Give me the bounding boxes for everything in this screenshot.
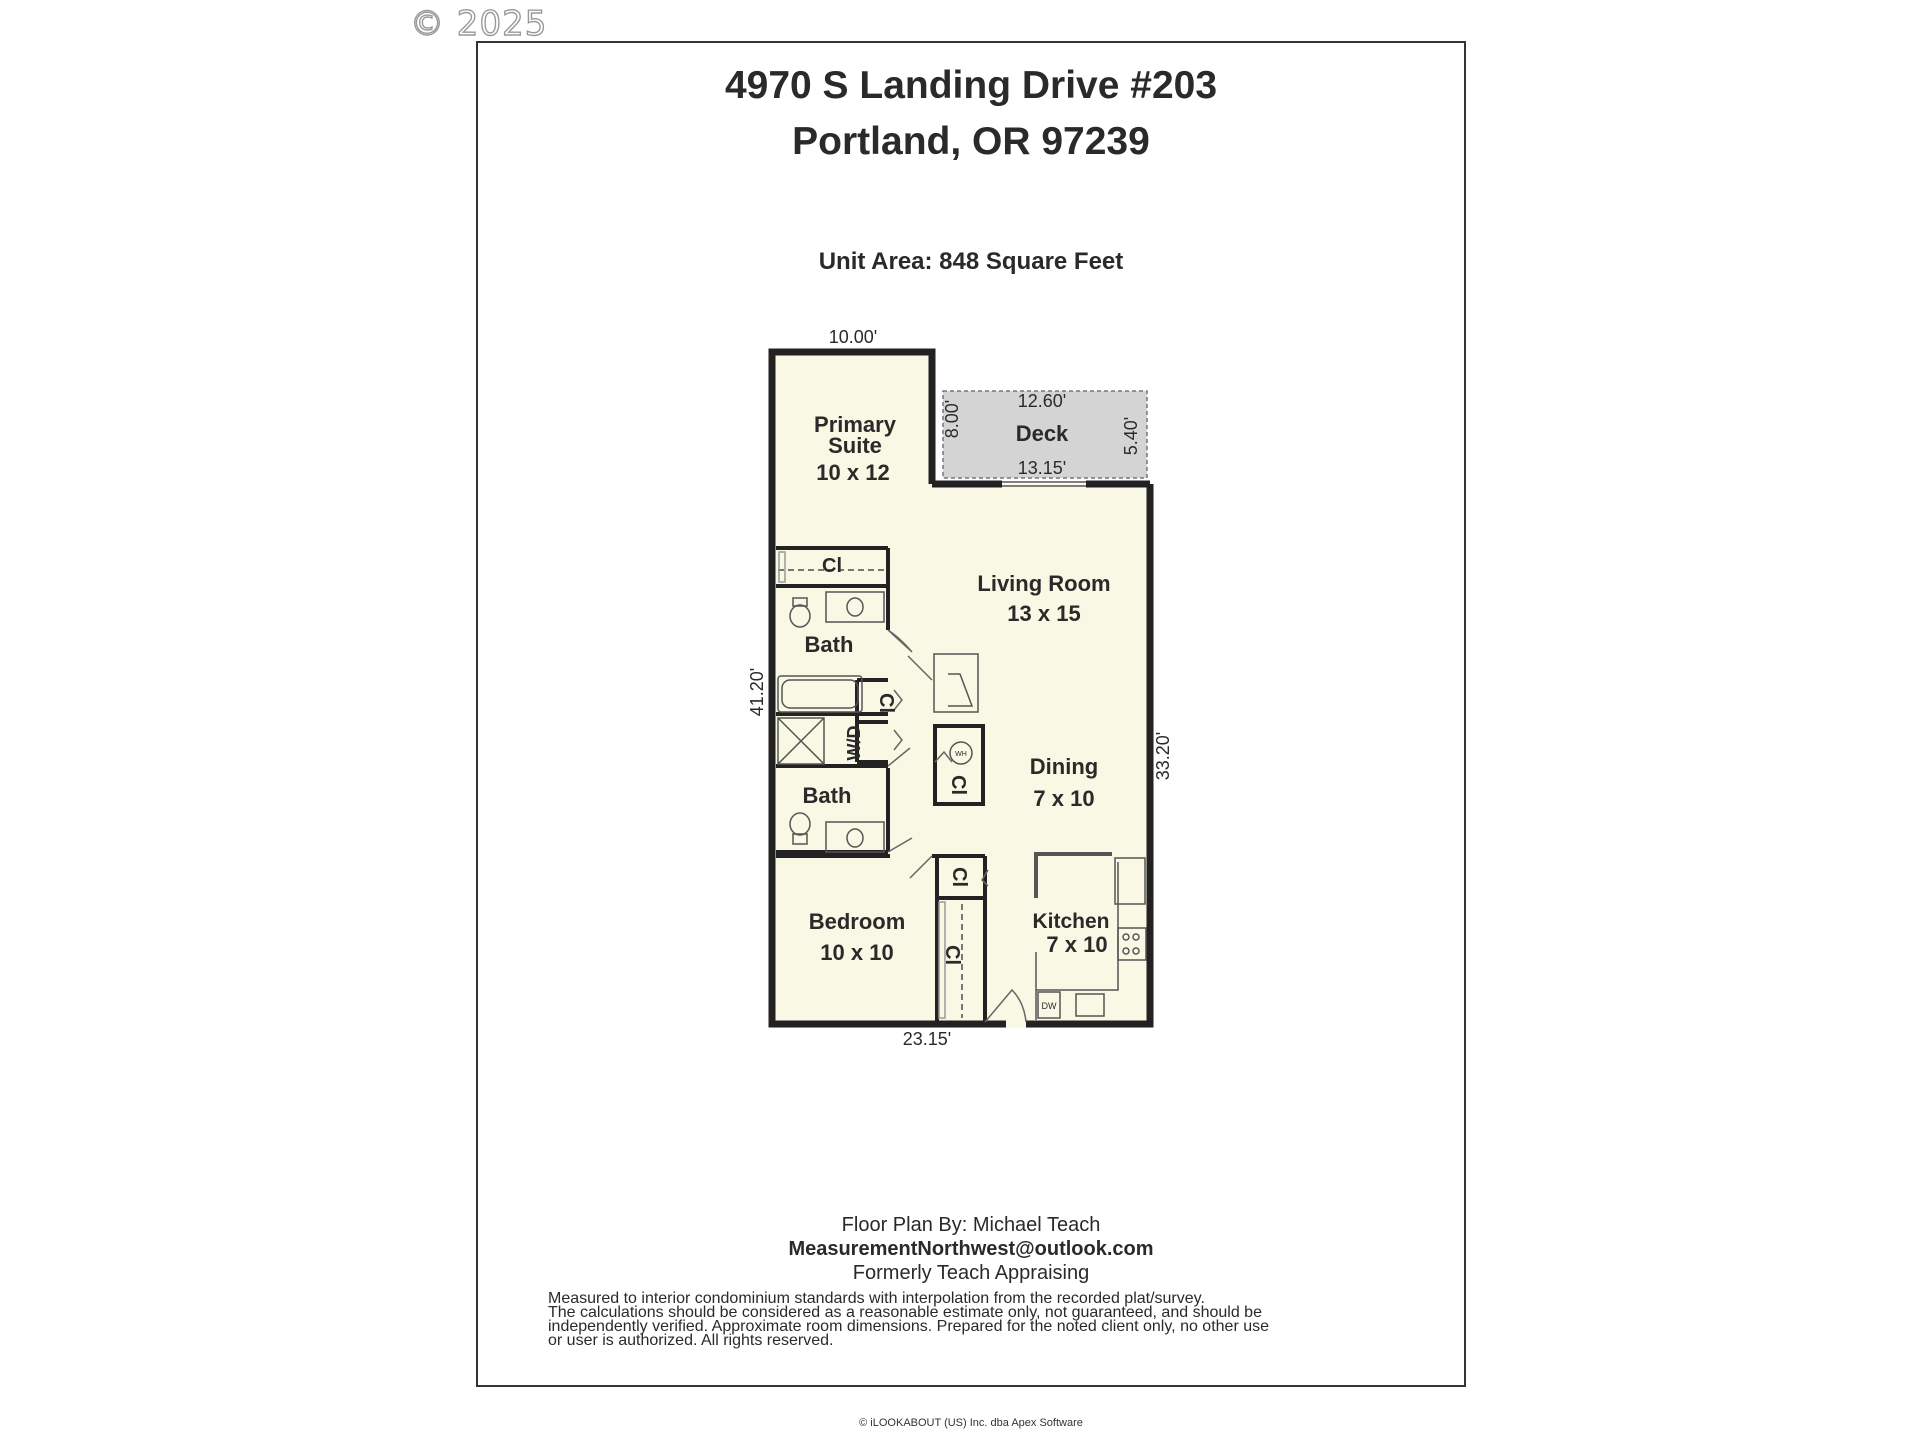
dining-size: 7 x 10: [1033, 786, 1094, 811]
kitchen-cabinets: [1035, 857, 1147, 1020]
unit-area: Unit Area: 848 Square Feet: [818, 248, 1124, 275]
software-footer: © iLOOKABOUT (US) Inc. dba Apex Software: [859, 1417, 1083, 1429]
credit-email: MeasurementNorthwest@outlook.com: [788, 1238, 1154, 1260]
disclaimer-line: independently verified. Approximate room…: [548, 1318, 1270, 1335]
closet-label-entry: Cl: [948, 867, 970, 887]
disclaimer-line: Measured to interior condominium standar…: [548, 1290, 1205, 1307]
fireplace: [933, 653, 979, 713]
wd-label: W/D: [844, 726, 864, 761]
credit-former-name: Formerly Teach Appraising: [852, 1262, 1090, 1284]
primary-suite-size: 10 x 12: [816, 460, 889, 485]
copyright-watermark: © 2025: [409, 3, 548, 44]
living-room-size: 13 x 15: [1007, 601, 1080, 626]
dw-label: DW: [1042, 1001, 1057, 1011]
water-heater-icon: [949, 741, 973, 765]
bedroom-label: Bedroom: [809, 909, 906, 934]
disclaimer: Measured to interior condominium standar…: [548, 1290, 1408, 1349]
closet-door-panels: [778, 551, 946, 1019]
kitchen-size: 7 x 10: [1046, 932, 1107, 957]
dim-deck-bottom: 13.15': [1018, 458, 1066, 478]
dining-label: Dining: [1030, 754, 1098, 779]
deck-label: Deck: [1016, 421, 1069, 446]
credit-author: Floor Plan By: Michael Teach: [841, 1214, 1101, 1236]
closet-label-hall: Cl: [875, 693, 897, 713]
dim-deck-top: 12.60': [1018, 391, 1066, 411]
main-area-floor: [932, 484, 1150, 1028]
dim-top: 10.00': [829, 327, 877, 347]
address-line-2: Portland, OR 97239: [792, 120, 1150, 163]
bath-lower-label: Bath: [803, 783, 852, 808]
door-swings: [887, 629, 1027, 1023]
address-line-1: 4970 S Landing Drive #203: [724, 64, 1218, 107]
dim-right: 33.20': [1153, 732, 1173, 780]
closet-rods: [778, 569, 963, 1018]
kitchen-peninsula-wall: [1034, 852, 1112, 898]
kitchen-label: Kitchen: [1032, 910, 1109, 933]
deck-slider-door: [1002, 481, 1086, 487]
closet-label-primary: Cl: [822, 555, 842, 577]
dim-bottom: 23.15': [903, 1029, 951, 1049]
primary-suite-label-2: Suite: [828, 433, 882, 458]
closet-label-bedroom: Cl: [941, 945, 963, 965]
dim-left: 41.20': [747, 668, 767, 716]
disclaimer-line: The calculations should be considered as…: [548, 1304, 1262, 1321]
bath-fixtures: [777, 591, 885, 853]
disclaimer-line: or user is authorized. All rights reserv…: [548, 1332, 834, 1349]
closet-label-wh: Cl: [947, 775, 969, 795]
exterior-walls: [768, 348, 1154, 1028]
dim-deck-right: 5.40': [1121, 417, 1141, 455]
dim-deck-left: 8.00': [942, 400, 962, 438]
primary-suite-floor: [772, 352, 932, 1028]
bath-upper-label: Bath: [805, 632, 854, 657]
primary-suite-label: Primary: [814, 412, 897, 437]
water-heater-label: WH: [955, 751, 967, 758]
bedroom-size: 10 x 10: [820, 940, 893, 965]
living-room-label: Living Room: [977, 571, 1110, 596]
deck-area: [942, 390, 1148, 479]
